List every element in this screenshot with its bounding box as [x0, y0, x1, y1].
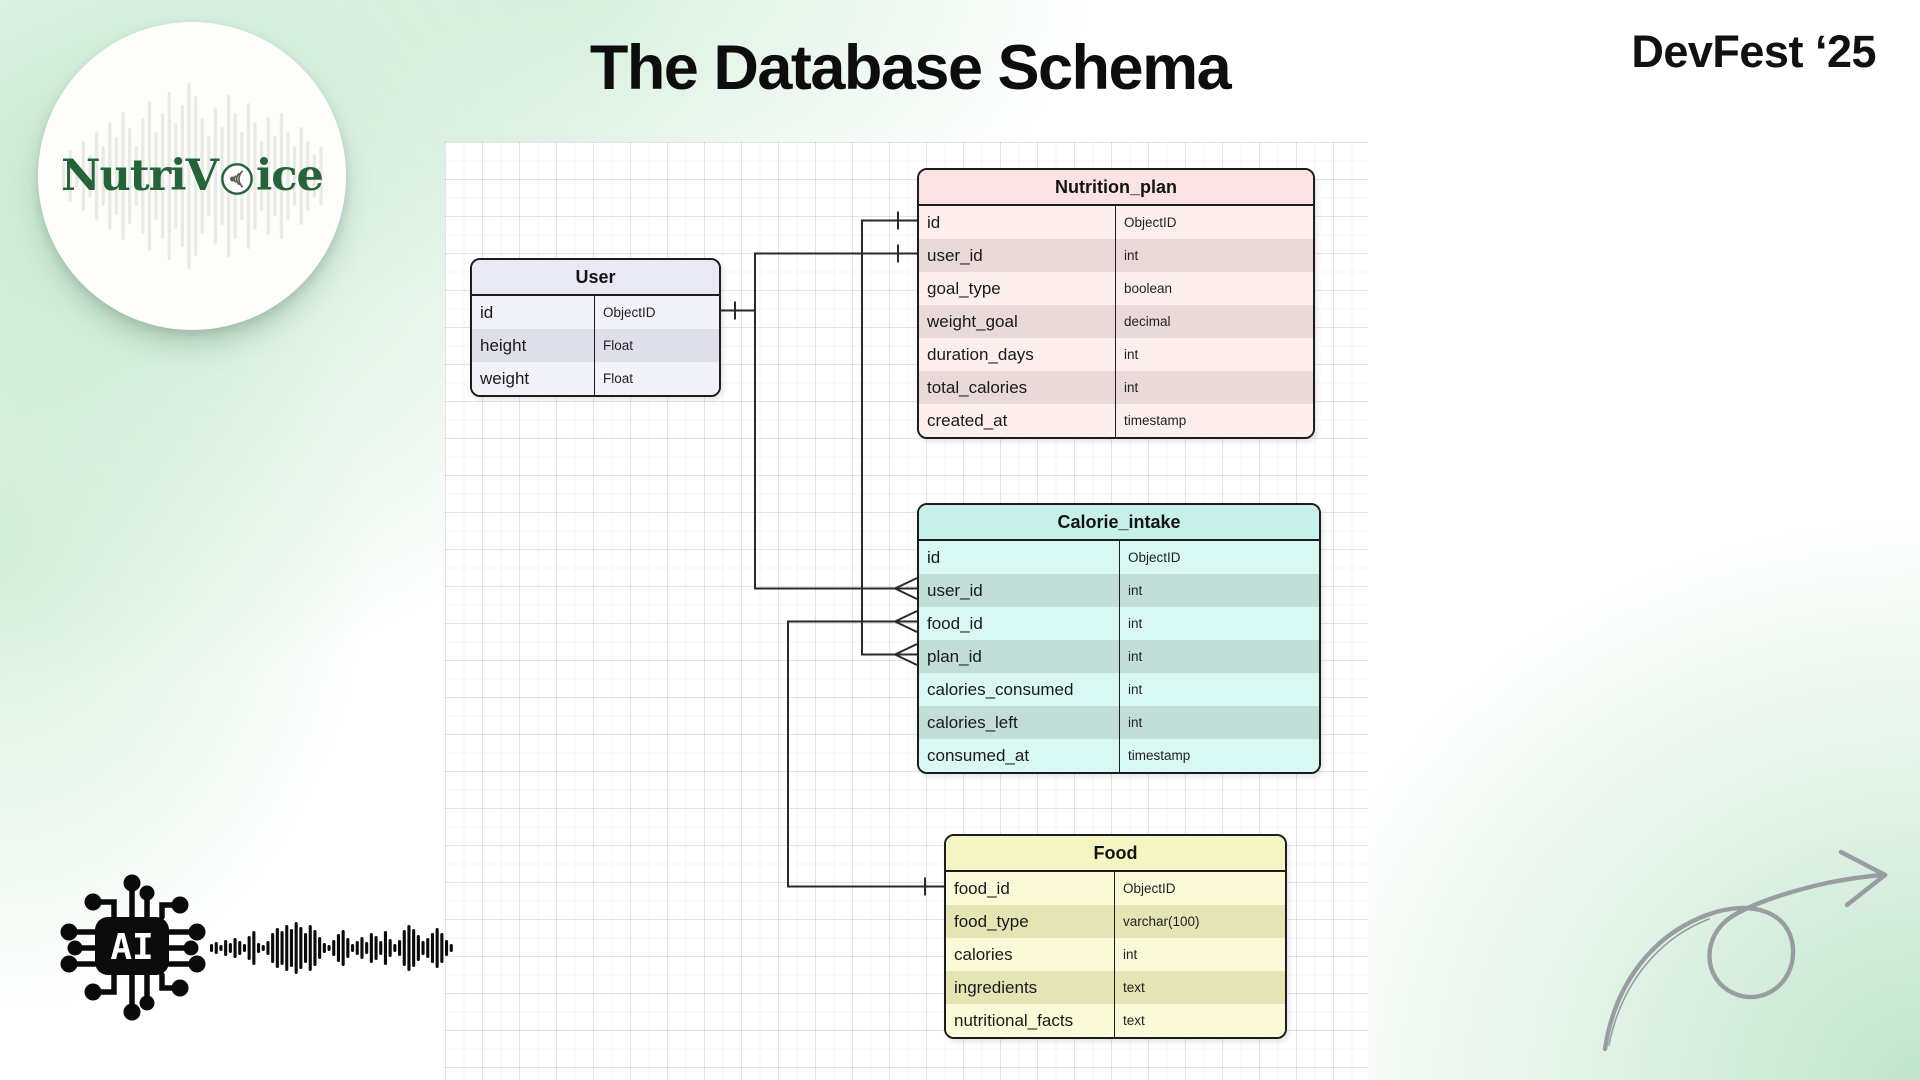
field-type: int	[1124, 380, 1139, 395]
field-row: plan_id int	[919, 640, 1319, 673]
field-type: text	[1123, 980, 1145, 995]
field-row: height Float	[472, 329, 719, 362]
field-row: duration_days int	[919, 338, 1313, 371]
field-name: calories_consumed	[919, 673, 1120, 706]
table-title-nutrition-plan: Nutrition_plan	[919, 170, 1313, 206]
field-row: food_id ObjectID	[946, 872, 1285, 905]
field-type: int	[1124, 248, 1139, 263]
field-row: goal_type boolean	[919, 272, 1313, 305]
field-row: food_type varchar(100)	[946, 905, 1285, 938]
field-name: created_at	[919, 404, 1116, 437]
field-name: id	[919, 206, 1116, 239]
ai-chip-icon: AI	[60, 874, 453, 1021]
event-badge: DevFest ‘25	[1631, 26, 1876, 77]
field-type: ObjectID	[1124, 215, 1177, 230]
field-type: int	[1123, 947, 1138, 962]
field-row: id ObjectID	[919, 206, 1313, 239]
field-type: int	[1128, 649, 1143, 664]
field-type: ObjectID	[603, 305, 656, 320]
field-name: calories	[946, 938, 1115, 971]
field-type: int	[1128, 682, 1143, 697]
field-row: calories int	[946, 938, 1285, 971]
field-name: consumed_at	[919, 739, 1120, 772]
field-name: calories_left	[919, 706, 1120, 739]
field-type: Float	[603, 338, 634, 353]
field-name: food_type	[946, 905, 1115, 938]
field-name: ingredients	[946, 971, 1115, 1004]
nutrivoice-logo: NutriV ice	[38, 22, 346, 330]
field-name: weight_goal	[919, 305, 1116, 338]
field-type: int	[1128, 715, 1143, 730]
field-row: id ObjectID	[919, 541, 1319, 574]
field-type: timestamp	[1124, 413, 1187, 428]
field-name: user_id	[919, 239, 1116, 272]
field-name: food_id	[946, 872, 1115, 905]
field-row: weight Float	[472, 362, 719, 395]
field-name: duration_days	[919, 338, 1116, 371]
field-row: nutritional_facts text	[946, 1004, 1285, 1037]
logo-text: NutriV ice	[61, 151, 324, 201]
field-row: food_id int	[919, 607, 1319, 640]
field-type: int	[1128, 583, 1143, 598]
table-title-food: Food	[946, 836, 1285, 872]
field-name: food_id	[919, 607, 1120, 640]
field-name: user_id	[919, 574, 1120, 607]
field-row: calories_left int	[919, 706, 1319, 739]
field-type: ObjectID	[1128, 550, 1181, 565]
field-type: varchar(100)	[1123, 914, 1200, 929]
field-type: boolean	[1124, 281, 1173, 296]
field-name: nutritional_facts	[946, 1004, 1115, 1037]
field-row: ingredients text	[946, 971, 1285, 1004]
table-title-user: User	[472, 260, 719, 296]
field-name: plan_id	[919, 640, 1120, 673]
svg-text:AI: AI	[110, 927, 153, 968]
logo-text-after: ice	[255, 151, 324, 201]
field-row: id ObjectID	[472, 296, 719, 329]
field-type: int	[1124, 347, 1139, 362]
field-row: created_at timestamp	[919, 404, 1313, 437]
field-type: timestamp	[1128, 748, 1191, 763]
field-row: calories_consumed int	[919, 673, 1319, 706]
speaker-o-icon	[221, 163, 253, 195]
field-type: decimal	[1124, 314, 1171, 329]
arrow-swirl-icon	[1602, 849, 1888, 1052]
field-type: int	[1128, 616, 1143, 631]
table-title-calorie-intake: Calorie_intake	[919, 505, 1319, 541]
logo-text-before: NutriV	[61, 151, 219, 201]
field-name: id	[919, 541, 1120, 574]
field-row: total_calories int	[919, 371, 1313, 404]
field-name: weight	[472, 362, 595, 395]
field-name: id	[472, 296, 595, 329]
field-type: ObjectID	[1123, 881, 1176, 896]
field-name: height	[472, 329, 595, 362]
field-row: user_id int	[919, 574, 1319, 607]
field-name: goal_type	[919, 272, 1116, 305]
audio-waveform-icon	[210, 922, 453, 974]
field-name: total_calories	[919, 371, 1116, 404]
field-row: consumed_at timestamp	[919, 739, 1319, 772]
field-type: text	[1123, 1013, 1145, 1028]
field-row: user_id int	[919, 239, 1313, 272]
field-type: Float	[603, 371, 634, 386]
page-title: The Database Schema	[589, 33, 1232, 103]
field-row: weight_goal decimal	[919, 305, 1313, 338]
